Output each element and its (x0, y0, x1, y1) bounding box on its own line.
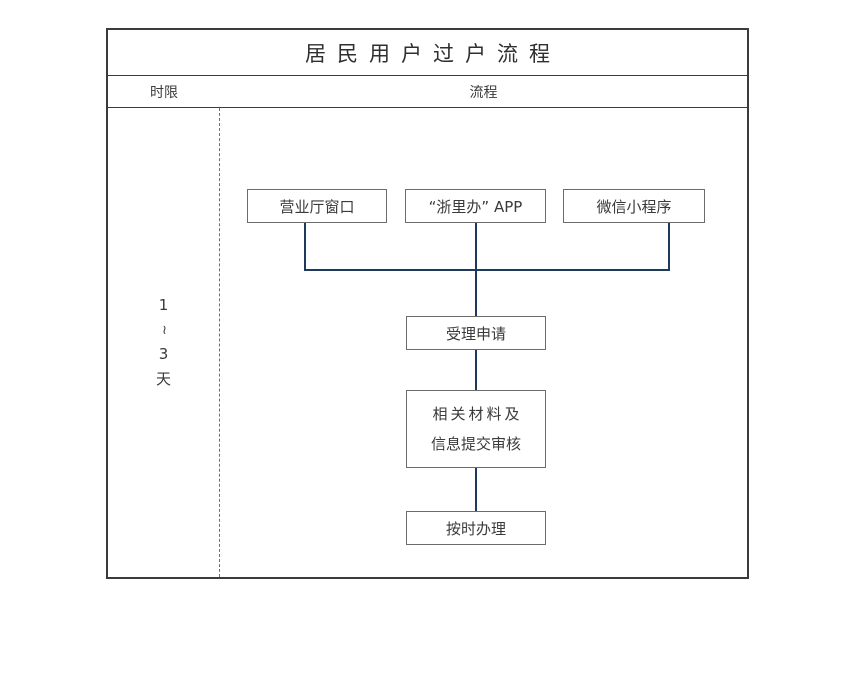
table-body: 1 ~ 3 天 营业厅窗口 “浙里办” APP 微信小程序 受理申请 相关材料及… (108, 108, 747, 577)
flow-box-label-line2: 信息提交审核 (430, 435, 521, 453)
page-title: 居民用户过户流程 (305, 41, 561, 66)
flow-box-label: 受理申请 (445, 324, 506, 343)
column-divider (219, 108, 220, 577)
header-label-time-limit: 时限 (150, 84, 178, 101)
flow-box-label: 微信小程序 (596, 197, 672, 216)
title-row: 居民用户过户流程 (108, 30, 747, 76)
connector-merge-stem (475, 269, 477, 316)
flow-box-timely-processing[interactable]: 按时办理 (406, 511, 546, 545)
connector-accept-to-materials (475, 350, 477, 390)
flow-box-wechat-mini-program[interactable]: 微信小程序 (563, 189, 705, 223)
flow-box-label: 按时办理 (445, 519, 506, 538)
flow-chart-table: 居民用户过户流程 时限 流程 1 ~ 3 天 营业厅窗口 (106, 28, 749, 579)
flow-box-zlb-app[interactable]: “浙里办” APP (405, 189, 546, 223)
connector-materials-to-handle (475, 468, 477, 511)
time-limit-char-tilde: ~ (156, 324, 172, 336)
connector-merge-bar (304, 269, 670, 271)
connector-app-drop (475, 223, 477, 271)
time-limit-char-unit: 天 (155, 370, 171, 388)
connector-hall-drop (304, 223, 306, 271)
flow-box-submit-materials[interactable]: 相关材料及 信息提交审核 (406, 390, 546, 468)
connector-wechat-drop (668, 223, 670, 271)
table-header-row: 时限 流程 (108, 76, 747, 108)
time-limit-char-1: 1 (158, 296, 169, 314)
flow-box-label-line1: 相关材料及 (432, 405, 523, 423)
flow-box-label: 营业厅窗口 (279, 197, 355, 216)
flow-box-accept-application[interactable]: 受理申请 (406, 316, 546, 350)
header-cell-time-limit: 时限 (108, 76, 220, 107)
header-cell-process: 流程 (220, 76, 747, 107)
header-label-process: 流程 (469, 84, 498, 101)
time-limit-char-3: 3 (158, 345, 169, 363)
time-limit-value: 1 ~ 3 天 (108, 108, 219, 577)
flow-box-label: “浙里办” APP (428, 197, 523, 216)
flow-box-hall-window[interactable]: 营业厅窗口 (247, 189, 387, 223)
